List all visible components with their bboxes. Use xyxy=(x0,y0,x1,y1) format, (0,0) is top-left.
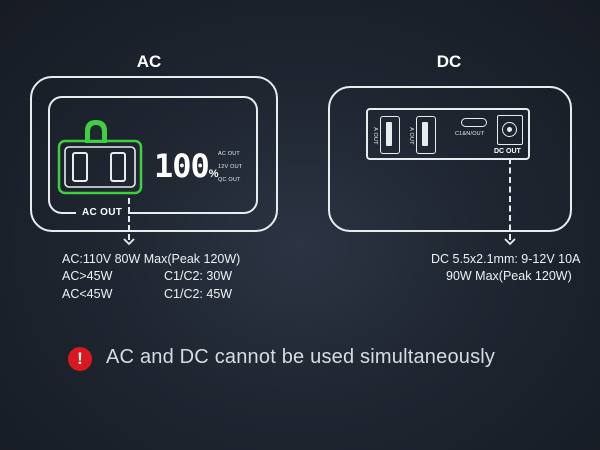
ac-socket-icon xyxy=(57,119,143,195)
usb-a-port-2 xyxy=(416,116,436,154)
ac-spec-row2-right: C1/C2: 30W xyxy=(164,269,233,283)
indicator-ac-out: AC OUT xyxy=(218,151,240,157)
usb-a-label-2: A OUT xyxy=(408,127,414,145)
ac-out-label: AC OUT xyxy=(76,207,129,218)
dc-outer-panel xyxy=(328,86,572,232)
ac-outer-panel xyxy=(30,76,278,232)
indicator-12v-out: 12V OUT xyxy=(218,164,243,170)
dc-out-label: DC OUT xyxy=(494,148,521,155)
warning-text: AC and DC cannot be used simultaneously xyxy=(106,346,496,368)
dc-leader-arrow-icon xyxy=(504,238,516,246)
ac-spec-row3-left: AC<45W xyxy=(62,287,113,301)
dc-barrel-port xyxy=(497,115,523,145)
ac-heading: AC xyxy=(136,52,162,71)
ac-spec-line1: AC:110V 80W Max(Peak 120W) xyxy=(62,252,241,266)
ac-spec-row2-left: AC>45W xyxy=(62,269,113,283)
dc-port-strip xyxy=(366,108,530,160)
ac-leader-line xyxy=(128,198,130,240)
battery-percent-value: 100 xyxy=(154,147,210,185)
battery-percent-sign: % xyxy=(208,168,219,180)
battery-percent-display: 100% xyxy=(154,147,219,185)
usb-a-label-1: A OUT xyxy=(372,127,378,145)
dc-leader-line xyxy=(509,158,511,240)
ac-spec-row3-right: C1/C2: 45W xyxy=(164,287,233,301)
ac-leader-arrow-icon xyxy=(123,238,135,246)
indicator-qc-out: QC OUT xyxy=(218,177,241,183)
usb-c-port xyxy=(461,118,487,127)
usb-a-port-1 xyxy=(380,116,400,154)
dc-heading: DC xyxy=(436,52,462,71)
indicator-list: AC OUT 12V OUT QC OUT xyxy=(218,151,252,190)
usb-c-label: C1&N/OUT xyxy=(455,131,485,137)
warning-icon: ! xyxy=(68,347,92,371)
ac-inner-panel xyxy=(48,96,258,214)
dc-spec-line1: DC 5.5x2.1mm: 9-12V 10A xyxy=(431,252,581,266)
dc-spec-line2: 90W Max(Peak 120W) xyxy=(446,269,572,283)
